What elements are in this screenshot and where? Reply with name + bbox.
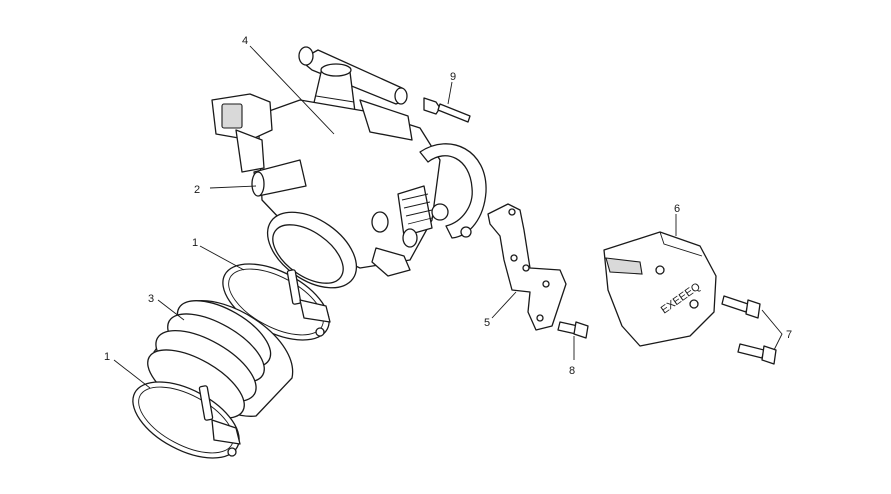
vent-pin bbox=[423, 97, 471, 123]
callout-2: 2 bbox=[194, 184, 200, 196]
callout-1-upper: 1 bbox=[192, 237, 198, 249]
callout-6: 6 bbox=[674, 203, 680, 215]
callout-5: 5 bbox=[484, 317, 490, 329]
bracket-screw bbox=[557, 321, 589, 339]
throttle-body bbox=[211, 46, 487, 289]
hose-clamp-lower bbox=[132, 381, 241, 459]
callout-8: 8 bbox=[569, 365, 575, 377]
callout-9: 9 bbox=[450, 71, 456, 83]
callout-3: 3 bbox=[148, 293, 154, 305]
intake-sleeve bbox=[147, 300, 294, 419]
throttle-cover: EXEEEQ bbox=[603, 231, 717, 347]
callout-7: 7 bbox=[786, 329, 792, 341]
callout-1-lower: 1 bbox=[104, 351, 110, 363]
hose-clamp-upper bbox=[222, 263, 331, 341]
leader-lines bbox=[113, 45, 783, 389]
callout-4: 4 bbox=[242, 35, 248, 47]
cover-screws bbox=[721, 295, 777, 365]
mounting-bracket bbox=[487, 203, 567, 331]
